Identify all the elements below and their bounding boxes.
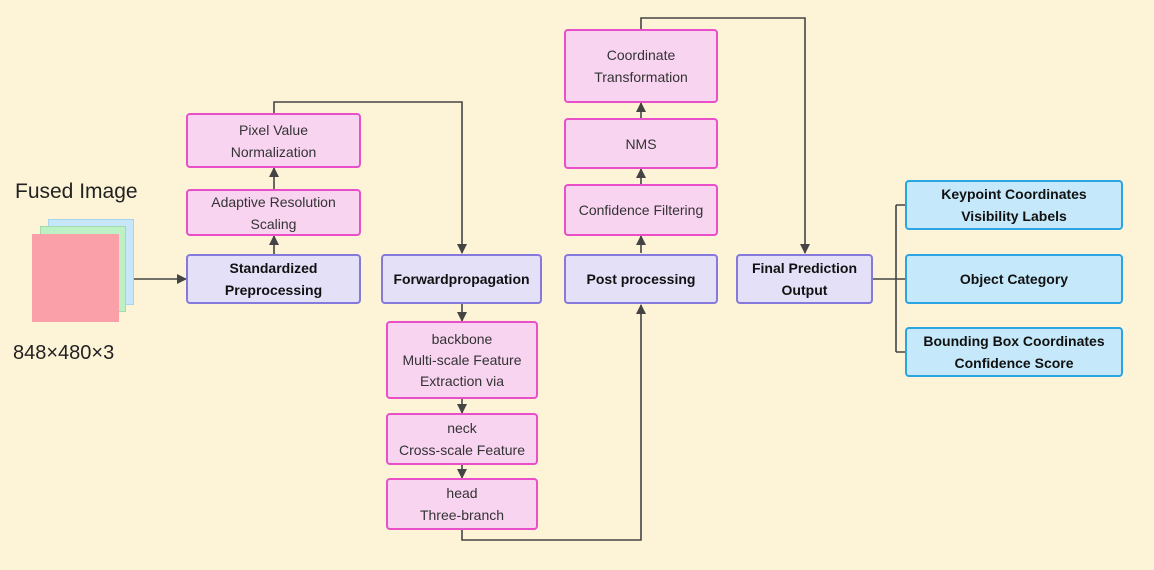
coordinate-transformation-node: Coordinate Transformation	[564, 29, 718, 103]
post-processing-node: Post processing	[564, 254, 718, 304]
fused-image-stack	[30, 216, 140, 326]
image-layer-red	[32, 234, 119, 322]
head-node: head Three-branch	[386, 478, 538, 530]
standardized-preprocessing-node: Standardized Preprocessing	[186, 254, 361, 304]
fused-image-title: Fused Image	[15, 180, 138, 203]
object-category-node: Object Category	[905, 254, 1123, 304]
confidence-filtering-node: Confidence Filtering	[564, 184, 718, 236]
adaptive-resolution-scaling-node: Adaptive Resolution Scaling	[186, 189, 361, 236]
forwardpropagation-node: Forwardpropagation	[381, 254, 542, 304]
pixel-value-normalization-node: Pixel Value Normalization	[186, 113, 361, 168]
connector-final-to-outputs	[873, 204, 905, 353]
nms-node: NMS	[564, 118, 718, 169]
keypoint-coordinates-node: Keypoint Coordinates Visibility Labels	[905, 180, 1123, 230]
image-dimensions: 848×480×3	[13, 342, 115, 364]
final-prediction-output-node: Final Prediction Output	[736, 254, 873, 304]
neck-node: neck Cross-scale Feature	[386, 413, 538, 465]
backbone-node: backbone Multi-scale Feature Extraction …	[386, 321, 538, 399]
bounding-box-coordinates-node: Bounding Box Coordinates Confidence Scor…	[905, 327, 1123, 377]
